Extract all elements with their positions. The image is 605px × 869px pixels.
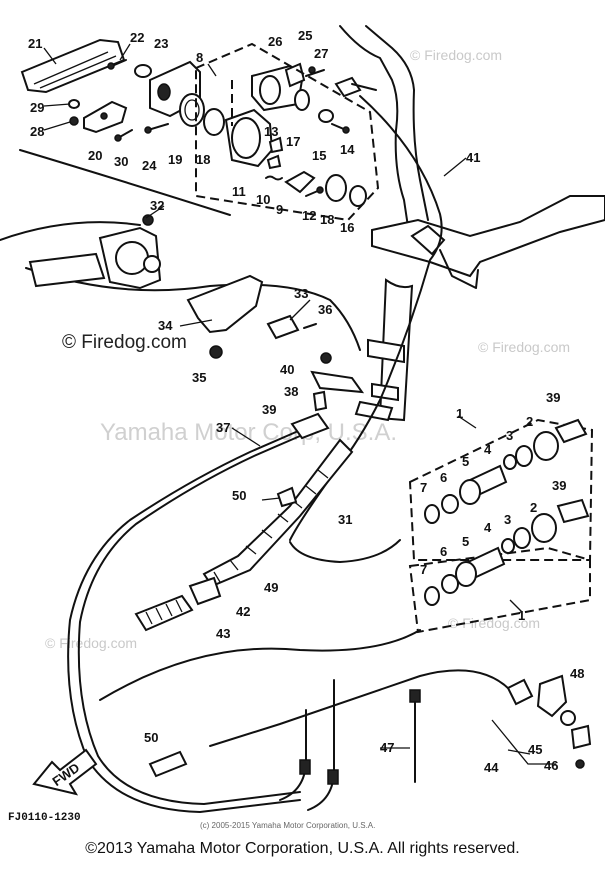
callout: 8 xyxy=(196,50,203,65)
callout: 41 xyxy=(466,150,480,165)
callout: 45 xyxy=(528,742,542,757)
callout: 39 xyxy=(262,402,276,417)
callout: 2 xyxy=(530,500,537,515)
callout: 3 xyxy=(506,428,513,443)
callout: 49 xyxy=(264,580,278,595)
callout: 4 xyxy=(484,520,492,535)
callout: 31 xyxy=(338,512,352,527)
callout: 15 xyxy=(312,148,326,163)
callout: 32 xyxy=(150,198,164,213)
callout-leader-lines xyxy=(43,43,531,755)
callout: 16 xyxy=(340,220,354,235)
callout: 17 xyxy=(286,134,300,149)
firedog-watermark-left: © Firedog.com xyxy=(62,332,187,353)
firedog-watermark-lower-right: © Firedog.com xyxy=(448,615,540,631)
callout: 26 xyxy=(268,34,282,49)
callout: 30 xyxy=(114,154,128,169)
callout: 33 xyxy=(294,286,308,301)
callout: 4 xyxy=(484,442,492,457)
callout: 7 xyxy=(420,562,427,577)
callout: 29 xyxy=(30,100,44,115)
callout: 48 xyxy=(570,666,584,681)
callout-labels: 21 22 23 26 25 27 8 29 28 20 30 24 19 18… xyxy=(28,28,584,775)
callout: 27 xyxy=(314,46,328,61)
callout: 50 xyxy=(232,488,246,503)
callout: 35 xyxy=(192,370,206,385)
callout: 5 xyxy=(462,534,469,549)
callout: 12 xyxy=(302,208,316,223)
inner-copyright: (c) 2005-2015 Yamaha Motor Corporation, … xyxy=(200,821,375,830)
callout: 3 xyxy=(504,512,511,527)
callout: 18 xyxy=(196,152,210,167)
callout: 44 xyxy=(484,760,499,775)
callout: 25 xyxy=(298,28,312,43)
callout: 13 xyxy=(264,124,278,139)
callout: 1 xyxy=(456,406,463,421)
forward-arrow-icon: FWD xyxy=(32,748,98,796)
callout: 5 xyxy=(462,454,469,469)
handlebar-drawing xyxy=(0,25,605,440)
callout: 2 xyxy=(526,414,533,429)
callout: 19 xyxy=(168,152,182,167)
firedog-watermark-top: © Firedog.com xyxy=(410,47,502,63)
callout: 34 xyxy=(158,318,173,333)
callout: 38 xyxy=(284,384,298,399)
yamaha-watermark: Yamaha Motor Corp, U.S.A. xyxy=(100,419,397,446)
callout: 24 xyxy=(142,158,157,173)
callout: 9 xyxy=(276,202,283,217)
switch-kit-drawing xyxy=(408,415,594,634)
callout: 37 xyxy=(216,420,230,435)
callout: 22 xyxy=(130,30,144,45)
callout: 7 xyxy=(420,480,427,495)
cables-drawing xyxy=(67,95,592,813)
switch-assembly-drawing xyxy=(20,38,380,222)
callout: 6 xyxy=(440,544,447,559)
callout: 1 xyxy=(518,608,525,623)
callout: 39 xyxy=(552,478,566,493)
callout: 21 xyxy=(28,36,42,51)
callout: 11 xyxy=(232,184,246,199)
callout: 6 xyxy=(440,470,447,485)
callout: 18 xyxy=(320,212,334,227)
callout: 43 xyxy=(216,626,230,641)
callout: 42 xyxy=(236,604,250,619)
callout: 46 xyxy=(544,758,558,773)
callout: 50 xyxy=(144,730,158,745)
callout: 40 xyxy=(280,362,294,377)
callout: 20 xyxy=(88,148,102,163)
callout: 14 xyxy=(340,142,355,157)
callout: 39 xyxy=(546,390,560,405)
callout: 23 xyxy=(154,36,168,51)
copyright-footer: ©2013 Yamaha Motor Corporation, U.S.A. A… xyxy=(85,840,520,857)
drawing-code: FJ0110-1230 xyxy=(8,812,81,824)
firedog-watermark-lower-left: © Firedog.com xyxy=(45,635,137,651)
callout: 28 xyxy=(30,124,44,139)
callout: 10 xyxy=(256,192,270,207)
callout: 36 xyxy=(318,302,332,317)
firedog-watermark-right: © Firedog.com xyxy=(478,339,570,355)
